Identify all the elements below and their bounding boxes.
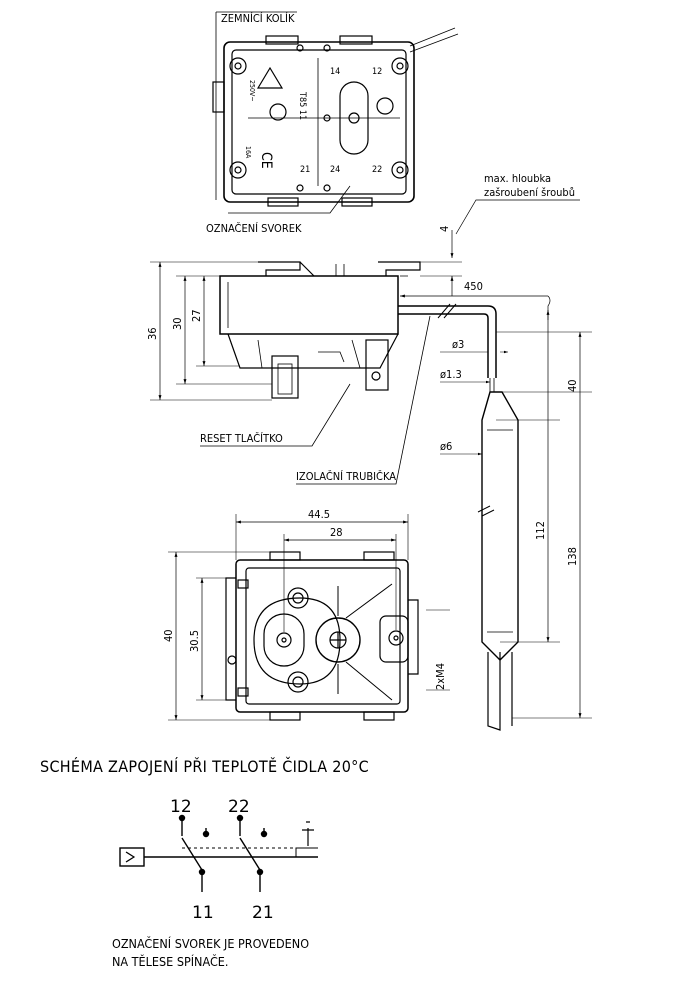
label-insulation-tube: IZOLAČNÍ TRUBIČKA [296,470,396,483]
terminal-label-11: 11 [192,903,214,923]
wiring-numbers: 12 22 11 21 [170,797,274,923]
label-terminal-marking: OZNAČENÍ SVOREK [206,222,302,235]
dim-27: 27 [190,309,203,322]
wiring-schema [119,814,318,892]
label-max-depth-1: max. hloubka [484,172,551,185]
dim-450: 450 [464,280,483,293]
terminal-24: 24 [330,165,340,175]
dim-phi3: ø3 [452,338,464,351]
dim-112: 112 [534,521,547,540]
label-ground-pin: ZEMNÍCÍ KOLÍK [221,12,295,25]
terminal-label-22: 22 [228,797,250,817]
note-line-2: NA TĚLESE SPÍNAČE. [112,954,228,969]
terminal-12: 12 [372,67,382,77]
note-line-1: OZNAČENÍ SVOREK JE PROVEDENO [112,936,309,951]
dim-40-left: 40 [162,629,175,642]
terminal-label-21: 21 [252,903,274,923]
terminal-22: 22 [372,165,382,175]
label-reset-button: RESET TLAČÍTKO [200,432,283,445]
dim-36: 36 [146,327,159,340]
side-dimension-texts: 36 30 27 4 450 ø3 ø1.3 40 ø6 112 138 [146,226,579,566]
terminal-label-12: 12 [170,797,192,817]
dim-30-5: 30.5 [188,630,201,652]
model-text: T85 11 [297,91,307,120]
terminal-21: 21 [300,165,310,175]
dim-28: 28 [330,526,343,539]
voltage-text: 250V~ [248,80,256,102]
dim-138: 138 [566,547,579,566]
dim-2xm4: 2xM4 [434,663,447,690]
dim-44-5: 44.5 [308,508,330,521]
dim-40-right: 40 [566,379,579,392]
dim-30: 30 [171,317,184,330]
label-max-depth-2: zašroubení šroubů [484,186,575,199]
dim-4: 4 [438,226,451,232]
dim-phi13: ø1.3 [440,368,462,381]
side-view [150,199,592,731]
terminal-14: 14 [330,67,340,77]
body-markings: 14 12 24 22 21 T85 11 250V~ 16A CE [244,67,382,175]
schema-title: SCHÉMA ZAPOJENÍ PŘI TEPLOTĚ ČIDLA 20°C [40,757,369,776]
ce-mark: CE [258,152,274,169]
bottom-dimension-texts: 44.5 28 40 30.5 2xM4 [162,508,447,690]
top-view [212,11,459,214]
dim-phi6: ø6 [440,440,452,453]
bottom-view [168,514,450,721]
amp-text: 16A [244,146,252,159]
